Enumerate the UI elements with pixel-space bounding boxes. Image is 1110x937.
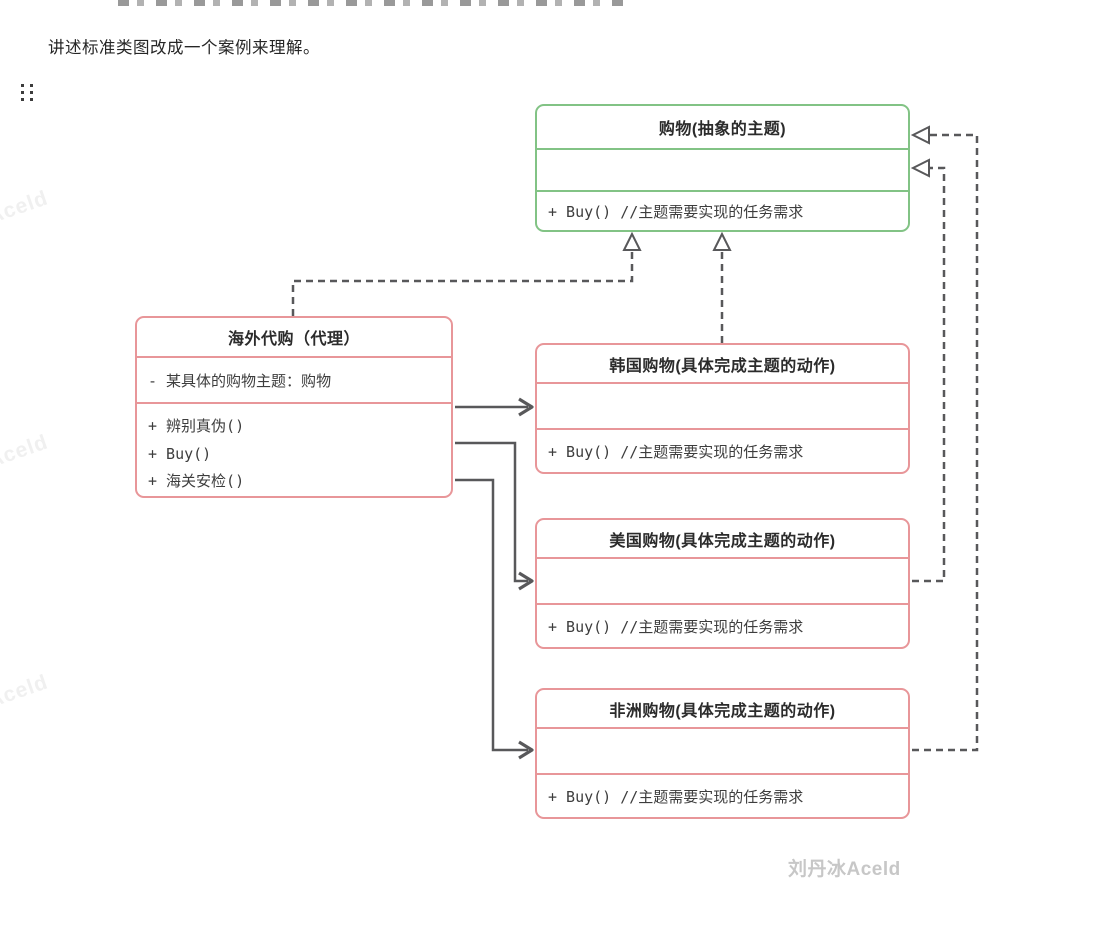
connector-proxy-to-abstract — [291, 250, 634, 316]
class-method: + Buy() //主题需要实现的任务需求 — [548, 202, 804, 221]
class-attributes-empty — [537, 729, 908, 775]
class-attributes-empty — [537, 384, 908, 430]
arrowhead-hollow-left-2 — [910, 125, 930, 145]
class-method: + 海关安检() — [148, 472, 245, 490]
watermark-side-2: Aceld — [0, 430, 52, 473]
class-title: 美国购物(具体完成主题的动作) — [537, 520, 908, 559]
class-attributes-empty — [537, 559, 908, 605]
class-method: + 辨别真伪() — [148, 417, 245, 435]
arrowhead-hollow-up-1 — [622, 231, 642, 251]
class-box-proxy: 海外代购（代理） - 某具体的购物主题：购物 + 辨别真伪() + Buy() … — [135, 316, 453, 498]
class-title: 非洲购物(具体完成主题的动作) — [537, 690, 908, 729]
class-method: + Buy() //主题需要实现的任务需求 — [548, 442, 804, 461]
class-box-usa: 美国购物(具体完成主题的动作) + Buy() //主题需要实现的任务需求 — [535, 518, 910, 649]
watermark-side-3: Aceld — [0, 670, 52, 713]
class-method: + Buy() //主题需要实现的任务需求 — [548, 617, 804, 636]
arrowhead-solid-right-1 — [518, 397, 534, 417]
arrowhead-hollow-left-1 — [910, 158, 930, 178]
clipped-heading-top — [118, 0, 623, 6]
class-method: + Buy() //主题需要实现的任务需求 — [548, 787, 804, 806]
class-attribute: - 某具体的购物主题：购物 — [137, 358, 451, 404]
class-title: 海外代购（代理） — [137, 318, 451, 358]
watermark-footer: 刘丹冰Aceld — [788, 859, 901, 880]
drag-handle-icon[interactable] — [21, 84, 36, 103]
connector-africa-to-abstract — [912, 133, 979, 752]
arrowhead-solid-right-2 — [518, 571, 534, 591]
paragraph-text[interactable]: 讲述标准类图改成一个案例来理解。 — [48, 39, 320, 57]
class-attributes-empty — [537, 150, 908, 192]
watermark-side-1: Aceld — [0, 186, 52, 229]
class-methods: + 辨别真伪() + Buy() + 海关安检() — [137, 404, 451, 496]
arrowhead-solid-right-3 — [518, 740, 534, 760]
class-box-korea: 韩国购物(具体完成主题的动作) + Buy() //主题需要实现的任务需求 — [535, 343, 910, 474]
connector-usa-to-abstract — [912, 166, 946, 583]
class-method: + Buy() — [148, 444, 212, 463]
class-box-abstract-subject: 购物(抽象的主题) + Buy() //主题需要实现的任务需求 — [535, 104, 910, 232]
connector-proxy-to-usa — [455, 441, 528, 583]
arrowhead-hollow-up-2 — [712, 231, 732, 251]
class-title: 购物(抽象的主题) — [537, 106, 908, 150]
class-title: 韩国购物(具体完成主题的动作) — [537, 345, 908, 384]
class-box-africa: 非洲购物(具体完成主题的动作) + Buy() //主题需要实现的任务需求 — [535, 688, 910, 819]
connector-proxy-to-africa — [455, 478, 528, 752]
